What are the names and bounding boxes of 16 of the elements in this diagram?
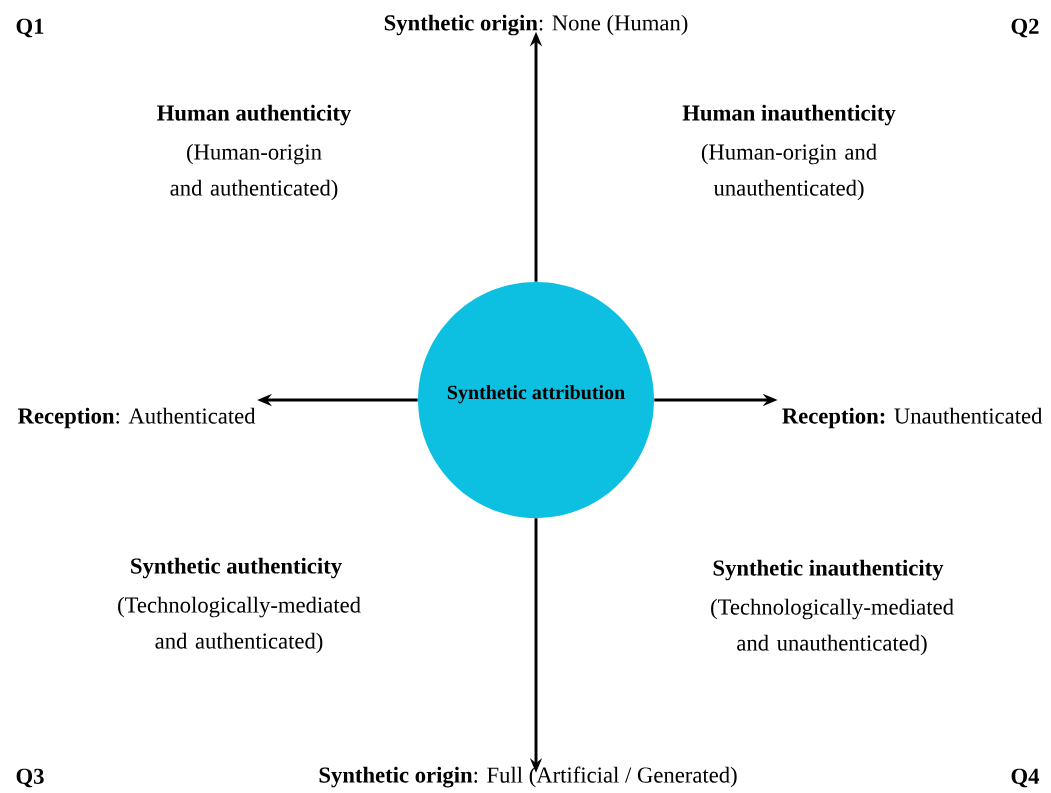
- quadrant-number: Q4: [1011, 768, 1040, 788]
- axis-label: Reception: Authenticated: [18, 407, 256, 429]
- axis-label: Synthetic origin: None (Human): [384, 14, 688, 36]
- quadrant-number: Q3: [16, 768, 44, 788]
- axis-label: Reception: Unauthenticated: [782, 407, 1043, 429]
- quadrant-number: Q2: [1011, 18, 1039, 38]
- axis-label: Synthetic origin: Full (Artificial / Generated): [319, 766, 737, 788]
- quadrant-description: (Technologically-mediated and authenticated): [118, 596, 361, 654]
- quadrant-description: (Human-origin and authenticated): [170, 143, 338, 201]
- quadrant-heading: Human inauthenticity: [682, 104, 896, 126]
- quadrant-description: (Technologically-mediated and unauthenticated): [711, 598, 954, 656]
- quadrant-heading: Synthetic inauthenticity: [713, 559, 944, 581]
- quadrant-number: Q1: [16, 18, 44, 38]
- quadrant-heading: Synthetic authenticity: [131, 557, 342, 579]
- quadrant-heading: Human authenticity: [157, 104, 352, 126]
- quadrant-description: (Human-origin and unauthenticated): [701, 143, 877, 201]
